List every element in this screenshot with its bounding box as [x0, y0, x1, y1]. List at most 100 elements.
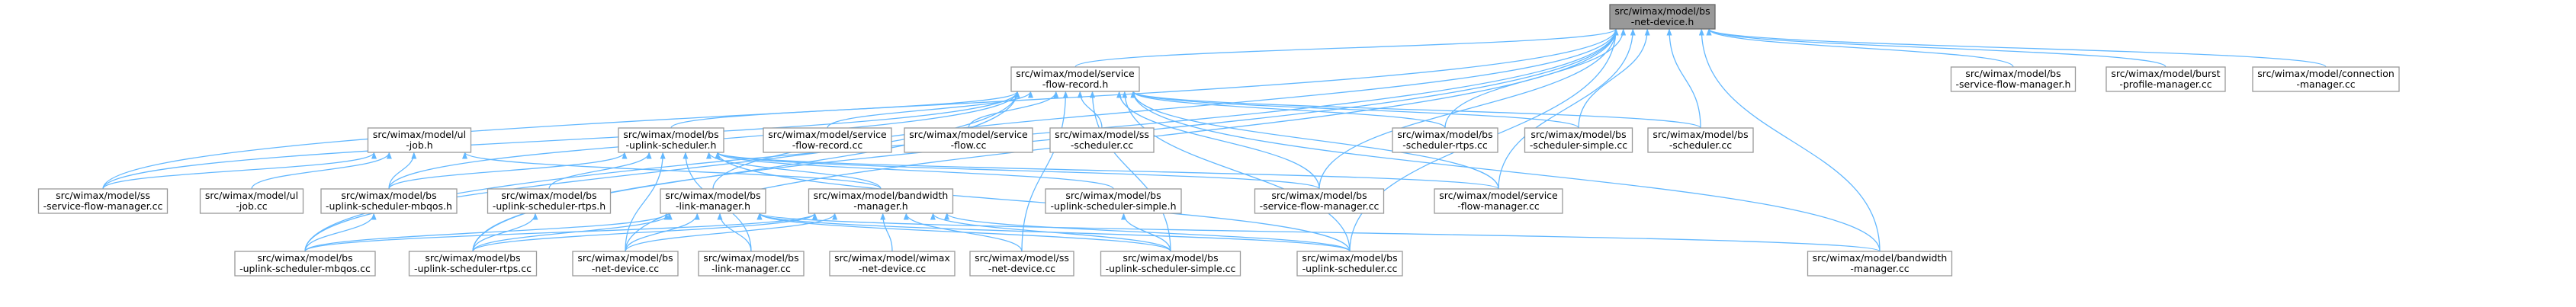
node-box [367, 127, 472, 153]
node-box [904, 127, 1033, 153]
node-label-line: -link-manager.cc [711, 263, 791, 274]
graph-node-bs-uplink-scheduler-simple-h[interactable]: src/wimax/model/bs-uplink-scheduler-simp… [1045, 188, 1182, 214]
include-edge [388, 152, 417, 190]
include-edge [251, 152, 392, 190]
node-label-line: -net-device.cc [988, 263, 1055, 274]
graph-node-ss-net-device-cc[interactable]: src/wimax/model/ss-net-device.cc [969, 251, 1074, 277]
node-label-line: src/wimax/model/bs [1531, 129, 1626, 140]
graph-node-bs-uplink-scheduler-rtps-h[interactable]: src/wimax/model/bs-uplink-scheduler-rtps… [487, 188, 612, 214]
node-label-line: -uplink-scheduler.h [626, 139, 717, 151]
node-label-line: -uplink-scheduler-rtps.h [493, 200, 605, 212]
node-label-line: -flow-record.cc [792, 139, 863, 151]
node-box [763, 127, 892, 153]
dependency-nodes: src/wimax/model/bs-net-device.h src/wimax… [37, 4, 2400, 277]
node-label-line: src/wimax/model/bs [257, 252, 352, 264]
graph-node-service-flow-record-cc[interactable]: src/wimax/model/service-flow-record.cc [763, 127, 892, 153]
graph-node-ss-scheduler-cc[interactable]: src/wimax/model/ss-scheduler.cc [1049, 127, 1155, 153]
graph-node-bs-uplink-scheduler-rtps-cc[interactable]: src/wimax/model/bs-uplink-scheduler-rtps… [408, 251, 538, 277]
graph-node-bs-link-manager-cc[interactable]: src/wimax/model/bs-link-manager.cc [698, 251, 805, 277]
node-label-line: src/wimax/model/service [1439, 190, 1558, 201]
include-edge [304, 213, 377, 252]
graph-node-ul-job-cc[interactable]: src/wimax/model/ul-job.cc [199, 188, 304, 214]
include-edge [1706, 28, 2166, 68]
include-edge [102, 152, 377, 190]
node-label-line: src/wimax/model/burst [2111, 68, 2220, 79]
include-edge [388, 152, 628, 190]
node-label-line: src/wimax/model/ul [205, 190, 298, 201]
node-label-line: src/wimax/model/bs [1965, 68, 2060, 79]
include-edge [1077, 91, 1103, 129]
node-box [1049, 127, 1155, 153]
graph-node-bs-scheduler-rtps-cc[interactable]: src/wimax/model/bs-scheduler-rtps.cc [1392, 127, 1498, 153]
node-box [1045, 188, 1182, 214]
node-label-line: src/wimax/model/ss [975, 252, 1069, 264]
node-box [698, 251, 805, 277]
node-box [808, 188, 954, 214]
node-box [2252, 66, 2400, 92]
graph-node-burst-profile-manager-cc[interactable]: src/wimax/model/burst-profile-manager.cc [2105, 66, 2226, 92]
include-edge [827, 91, 1033, 129]
graph-node-service-flow-manager-cc[interactable]: src/wimax/model/service-flow-manager.cc [1434, 188, 1563, 214]
node-label-line: -uplink-scheduler-mbqos.cc [239, 263, 371, 274]
node-box [1254, 188, 1385, 214]
node-box [1524, 127, 1633, 153]
include-edge [1130, 91, 1446, 129]
node-box [37, 188, 169, 214]
graph-node-service-flow-record-h[interactable]: src/wimax/model/service-flow-record.h [1010, 66, 1140, 92]
include-edge [304, 91, 1020, 252]
include-edge [1130, 91, 1579, 129]
include-edge [548, 152, 652, 190]
graph-node-connection-manager-cc[interactable]: src/wimax/model/connection-manager.cc [2252, 66, 2400, 92]
graph-node-ss-service-flow-manager-cc[interactable]: src/wimax/model/ss-service-flow-manager.… [37, 188, 169, 214]
node-label-line: -flow-record.h [1042, 78, 1109, 90]
include-edge [757, 213, 1881, 252]
node-box [1609, 4, 1716, 30]
node-label-line: src/wimax/model/ss [1055, 129, 1149, 140]
graph-node-bandwidth-manager-cc[interactable]: src/wimax/model/bandwidth-manager.cc [1807, 251, 1953, 277]
include-edge [1130, 91, 1701, 129]
graph-node-bs-scheduler-simple-cc[interactable]: src/wimax/model/bs-scheduler-simple.cc [1524, 127, 1633, 153]
include-edge [715, 152, 1114, 190]
graph-node-bandwidth-manager-h[interactable]: src/wimax/model/bandwidth-manager.h [808, 188, 954, 214]
node-label-line: -scheduler.cc [1071, 139, 1133, 151]
include-edge [472, 213, 538, 252]
graph-node-ul-job-h[interactable]: src/wimax/model/ul-job.h [367, 127, 472, 153]
node-box [408, 251, 538, 277]
node-label-line: -service-flow-manager.cc [1260, 200, 1380, 212]
graph-node-bs-uplink-scheduler-mbqos-cc[interactable]: src/wimax/model/bs-uplink-scheduler-mbqo… [234, 251, 376, 277]
include-edge [903, 213, 1023, 252]
include-edge [717, 213, 752, 252]
graph-node-bs-net-device-cc[interactable]: src/wimax/model/bs-net-device.cc [572, 251, 679, 277]
node-box [1434, 188, 1563, 214]
graph-node-bs-netdevice-h[interactable]: src/wimax/model/bs-net-device.h [1609, 4, 1716, 30]
node-label-line: src/wimax/model/bs [665, 190, 760, 201]
node-label-line: src/wimax/model/bandwidth [814, 190, 949, 201]
graph-node-bs-service-flow-manager-cc[interactable]: src/wimax/model/bs-service-flow-manager.… [1254, 188, 1385, 214]
node-label-line: src/wimax/model/connection [2257, 68, 2395, 79]
node-label-line: src/wimax/model/ul [373, 129, 466, 140]
graph-node-bs-uplink-scheduler-cc[interactable]: src/wimax/model/bs-uplink-scheduler.cc [1296, 251, 1403, 277]
node-box [829, 251, 956, 277]
graph-node-bs-uplink-scheduler-simple-cc[interactable]: src/wimax/model/bs-uplink-scheduler-simp… [1100, 251, 1241, 277]
graph-node-bs-service-flow-manager-h[interactable]: src/wimax/model/bs-service-flow-manager.… [1950, 66, 2077, 92]
node-box [1100, 251, 1241, 277]
include-edge [1122, 91, 1351, 252]
node-label-line: src/wimax/model/wimax [834, 252, 950, 264]
include-edge [1130, 91, 1499, 190]
node-label-line: -uplink-scheduler-simple.h [1050, 200, 1176, 212]
node-label-line: -manager.cc [2296, 78, 2355, 90]
graph-node-bs-uplink-scheduler-h[interactable]: src/wimax/model/bs-uplink-scheduler.h [618, 127, 724, 153]
node-label-line: -flow-manager.cc [1457, 200, 1540, 212]
graph-node-bs-link-manager-h[interactable]: src/wimax/model/bs-link-manager.h [660, 188, 766, 214]
node-box [1950, 66, 2077, 92]
node-box [572, 251, 679, 277]
graph-node-service-flow-cc[interactable]: src/wimax/model/service-flow.cc [904, 127, 1033, 153]
graph-node-bs-uplink-scheduler-mbqos-h[interactable]: src/wimax/model/bs-uplink-scheduler-mbqo… [320, 188, 458, 214]
include-edge [472, 91, 1020, 252]
node-box [969, 251, 1074, 277]
graph-node-wimax-net-device-cc[interactable]: src/wimax/model/wimax-net-device.cc [829, 251, 956, 277]
node-label-line: src/wimax/model/bs [341, 190, 436, 201]
node-label-line: -uplink-scheduler-rtps.cc [414, 263, 532, 274]
graph-node-bs-scheduler-cc[interactable]: src/wimax/model/bs-scheduler.cc [1647, 127, 1754, 153]
include-edge [472, 213, 817, 252]
